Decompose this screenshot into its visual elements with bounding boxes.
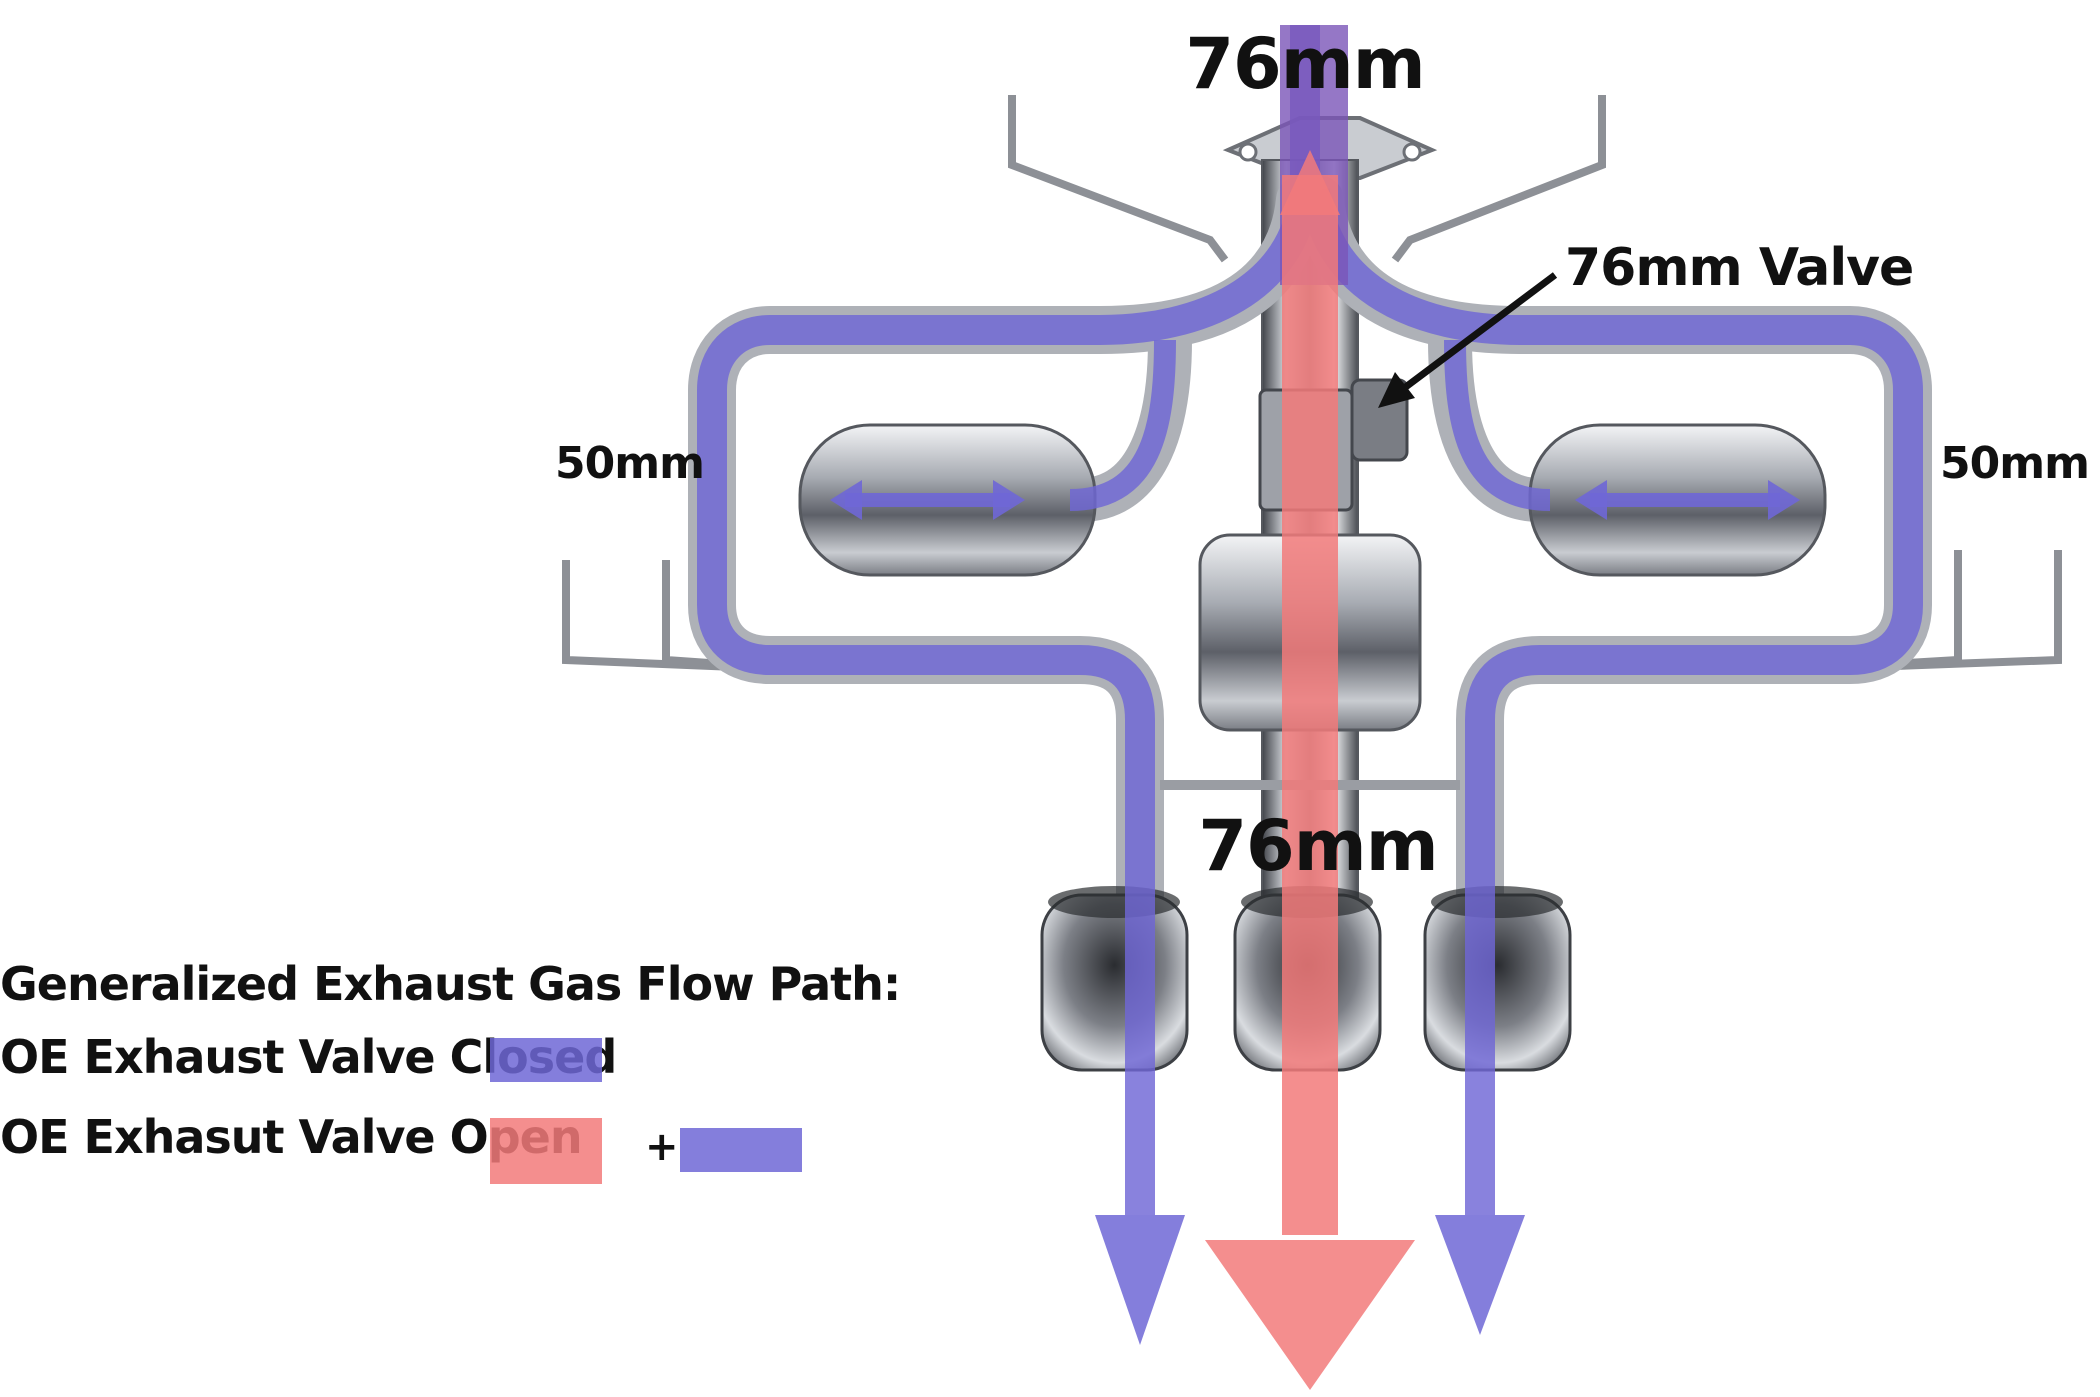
legend-closed-swatch — [490, 1038, 602, 1082]
hanger-rod — [1391, 95, 1606, 263]
legend-plus-sign: + — [645, 1124, 679, 1170]
tip-opening — [1048, 886, 1180, 918]
right-muffler-flow-arrow — [1575, 480, 1800, 520]
closed-flow-branch-left — [1069, 339, 1176, 511]
legend-title: Generalized Exhaust Gas Flow Path: — [0, 957, 900, 1011]
open-flow-path-center — [1282, 175, 1338, 1235]
valve-callout-arrow — [1378, 272, 1558, 408]
legend-open-swatch — [490, 1118, 602, 1184]
legend-open-label: OE Exhasut Valve Open — [0, 1110, 582, 1164]
legend-open-swatch-blue — [680, 1128, 802, 1172]
closed-flow-path-left — [697, 25, 1320, 1215]
closed-flow-exit-arrow-left — [1095, 1215, 1185, 1345]
legend: Generalized Exhaust Gas Flow Path: OE Ex… — [0, 957, 901, 1184]
flange-bolt-hole — [1238, 142, 1258, 162]
flange-bolt-hole — [1402, 142, 1422, 162]
center-diameter-label: 76mm — [1198, 805, 1437, 887]
hanger-rod — [1839, 550, 2062, 672]
left-exhaust-tip — [1040, 893, 1189, 1072]
tip-opening — [1431, 886, 1563, 918]
right-exhaust-tip — [1423, 893, 1572, 1072]
left-muffler-flow-arrow — [830, 480, 1025, 520]
right-branch-diameter-label: 50mm — [1940, 438, 2089, 489]
left-branch-diameter-label: 50mm — [555, 438, 704, 489]
open-flow-exit-arrow-center — [1205, 1240, 1415, 1390]
hanger-rod — [1008, 95, 1229, 263]
valve-label: 76mm Valve — [1565, 238, 1913, 298]
closed-flow-path-right — [1300, 188, 1923, 1215]
top-diameter-label: 76mm — [1185, 23, 1424, 105]
open-flow-arrowhead-top — [1280, 150, 1340, 215]
flow-overlays — [697, 25, 1923, 1390]
closed-flow-exit-arrow-right — [1435, 1215, 1525, 1335]
closed-flow-branch-right — [1444, 339, 1551, 511]
